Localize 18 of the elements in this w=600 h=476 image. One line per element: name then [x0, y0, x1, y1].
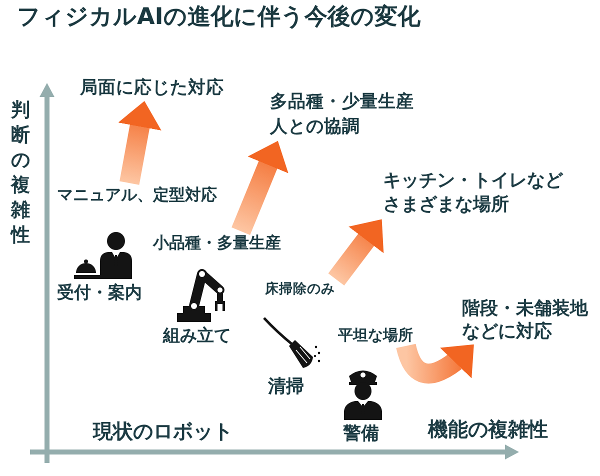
text-label: キッチン・トイレなどさまざまな場所	[383, 169, 570, 218]
text-label: マニュアル、定型対応	[57, 185, 217, 204]
text-label: 床掃除のみ	[265, 281, 335, 298]
text-label: 局面に応じた対応	[80, 78, 224, 99]
text-label: 警備	[343, 423, 379, 445]
text-label: 受付・案内	[57, 283, 142, 304]
axis-title: 機能の複雑性	[428, 417, 548, 441]
text-label: 人との協調	[270, 116, 361, 138]
text-label: 組み立て	[163, 326, 231, 346]
axis-title: 判断の複雑性	[11, 98, 30, 248]
diagram-title: フィジカルAIの進化に伴う今後の変化	[17, 4, 420, 32]
text-label: 小品種・多量生産	[153, 233, 281, 252]
text-label: 平坦な場所	[338, 326, 413, 344]
text-label: 階段・未舗装地などに対応	[462, 298, 596, 343]
text-label: 現状のロボット	[93, 419, 233, 443]
text-label: 多品種・少量生産	[270, 90, 414, 114]
text-label: 清掃	[268, 376, 304, 398]
block-arrow	[118, 99, 162, 185]
